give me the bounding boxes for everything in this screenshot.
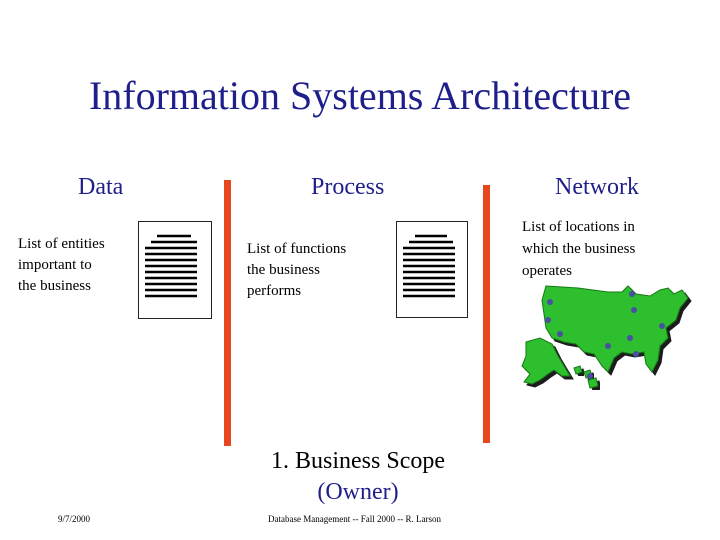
data-desc-line-2: important to <box>18 257 92 273</box>
scope-owner: (Owner) <box>317 479 399 505</box>
document-list-icon <box>145 234 197 298</box>
scope-label: 1. Business Scope (Owner) <box>230 448 486 506</box>
process-column-description: List of functions the business performs <box>247 239 346 302</box>
data-desc-line-3: the business <box>18 278 91 294</box>
process-desc-line-1: List of functions <box>247 241 347 257</box>
document-list-icon <box>403 234 455 298</box>
process-document-icon <box>396 221 468 318</box>
page-title: Information Systems Architecture <box>88 73 632 118</box>
process-column-heading: Process <box>311 174 385 200</box>
network-column-description: List of locations in which the business … <box>522 216 635 282</box>
process-desc-line-2: the business <box>247 262 320 278</box>
scope-title: 1. Business Scope <box>271 448 445 474</box>
network-desc-line-1: List of locations in <box>522 219 635 235</box>
network-desc-line-3: operates <box>522 263 572 279</box>
process-desc-line-3: performs <box>247 283 302 299</box>
footer-credit: Database Management -- Fall 2000 -- R. L… <box>268 514 441 524</box>
network-desc-line-2: which the business <box>522 241 636 257</box>
data-column-description: List of entities important to the busine… <box>18 234 105 297</box>
column-divider-right <box>483 185 490 443</box>
data-desc-line-1: List of entities <box>18 236 105 252</box>
data-column-heading: Data <box>78 174 124 200</box>
data-document-icon <box>138 221 212 319</box>
usa-map-icon <box>521 285 689 389</box>
column-divider-left <box>224 180 231 446</box>
network-column-heading: Network <box>555 174 639 200</box>
footer-date: 9/7/2000 <box>58 514 91 524</box>
